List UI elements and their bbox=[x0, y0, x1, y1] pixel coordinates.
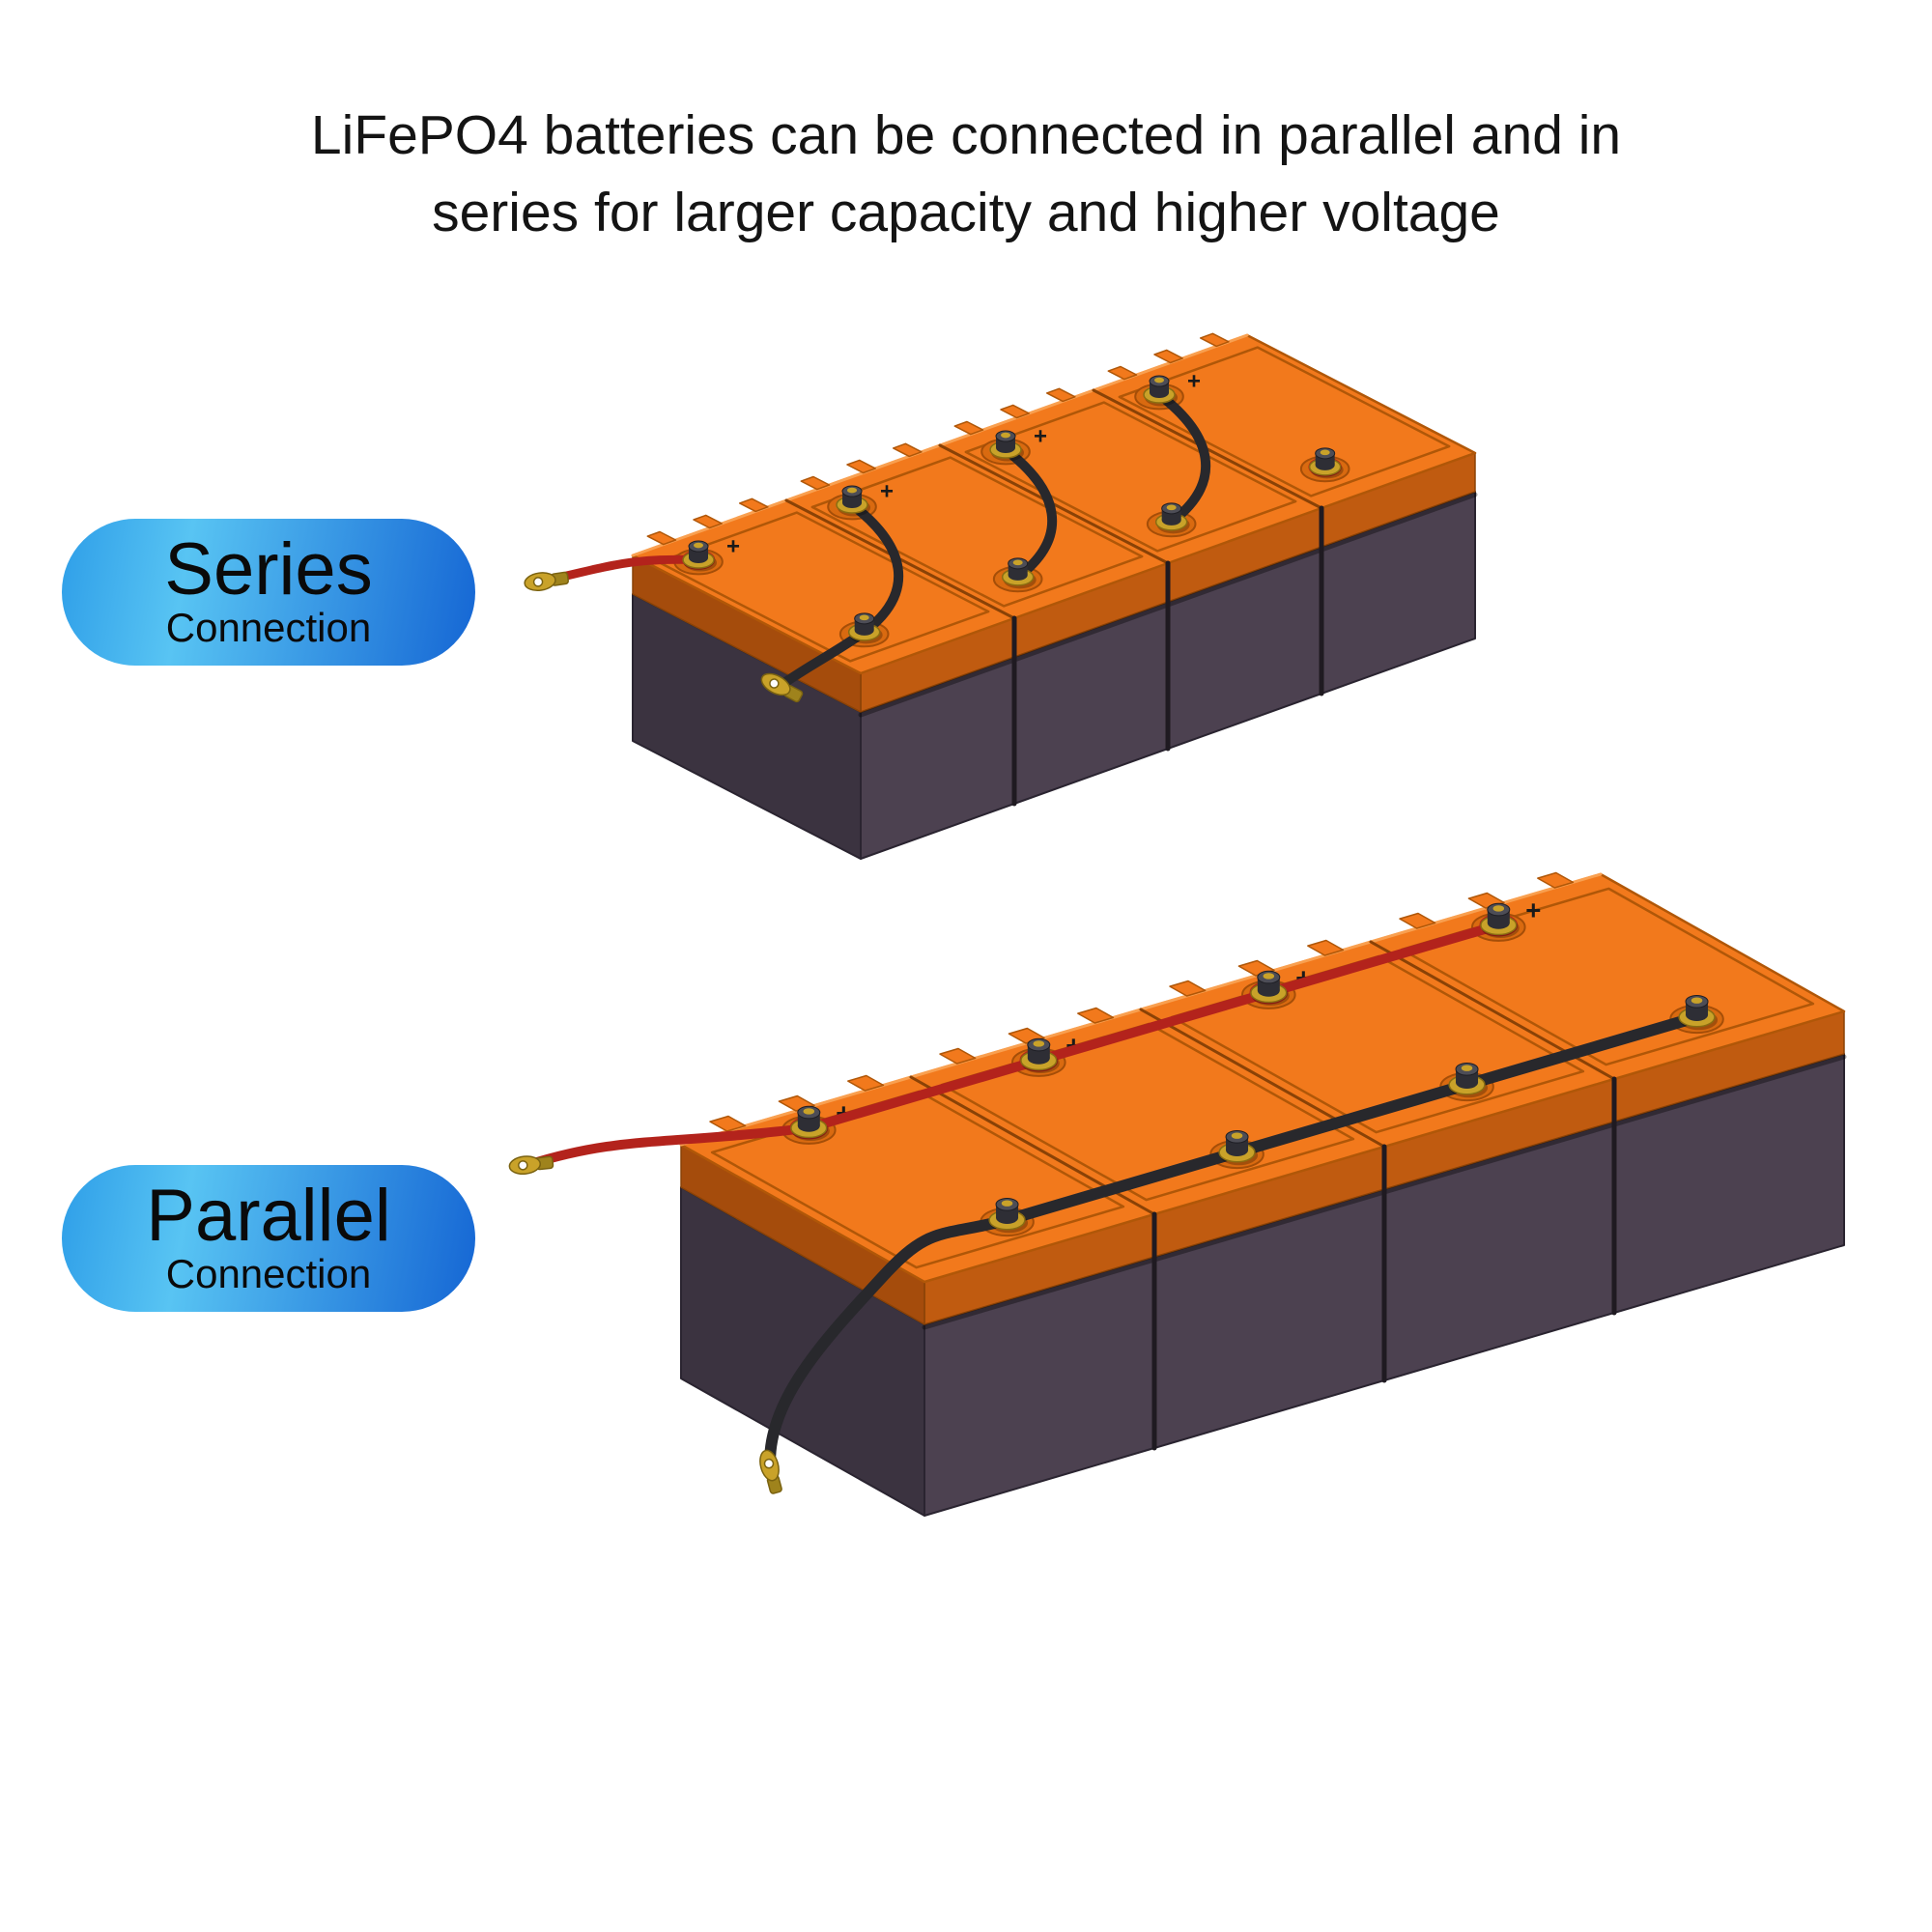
terminal-nut bbox=[859, 614, 869, 621]
lug-hole bbox=[518, 1160, 528, 1171]
terminal-nut bbox=[1461, 1065, 1473, 1071]
lid-seam bbox=[964, 401, 1297, 553]
vent-tab bbox=[1199, 332, 1230, 348]
series-badge-sublabel: Connection bbox=[165, 605, 372, 650]
lid-overhang-shadow bbox=[1151, 1189, 1387, 1263]
title-line-2: series for larger capacity and higher vo… bbox=[432, 182, 1500, 243]
terminal-nut bbox=[1166, 504, 1177, 511]
negative-bus-cable bbox=[764, 1010, 1703, 1475]
lid-overhang-shadow bbox=[1011, 602, 1171, 663]
lid-overhang-shadow bbox=[1611, 1054, 1847, 1127]
lid-overhang-shadow bbox=[1319, 492, 1478, 553]
positive-ring-lug bbox=[508, 1155, 554, 1175]
series-jumper-cable bbox=[1001, 444, 1058, 582]
vent-tab bbox=[953, 420, 984, 436]
terminal-nut bbox=[1231, 1132, 1243, 1139]
parallel-connection-badge: Parallel Connection bbox=[62, 1165, 475, 1312]
lug-ring bbox=[508, 1155, 542, 1175]
lug-hole bbox=[532, 577, 544, 587]
plus-mark: + bbox=[880, 479, 894, 505]
terminal-post bbox=[854, 624, 874, 636]
terminal-post bbox=[1257, 984, 1280, 997]
plus-mark: + bbox=[1034, 424, 1047, 450]
terminal-nut bbox=[694, 542, 704, 549]
terminal-post bbox=[1315, 459, 1335, 470]
terminal-post bbox=[1161, 514, 1181, 526]
vent-tab bbox=[1077, 1007, 1115, 1024]
terminal-nut bbox=[1001, 432, 1011, 439]
terminal-post bbox=[1456, 1076, 1479, 1089]
terminal-post bbox=[797, 1120, 820, 1132]
positive-ring-lug bbox=[524, 571, 569, 592]
series-badge-label: Series bbox=[164, 528, 373, 611]
lid-overhang-shadow bbox=[1165, 547, 1324, 608]
lid-seam bbox=[1118, 346, 1451, 497]
terminal-post bbox=[1226, 1144, 1249, 1156]
terminal-nut bbox=[1492, 905, 1505, 912]
vent-tab bbox=[1169, 980, 1207, 997]
title-line-1: LiFePO4 batteries can be connected in pa… bbox=[310, 104, 1622, 166]
series-jumper-cable bbox=[1154, 389, 1211, 527]
lug-hole bbox=[763, 1458, 775, 1469]
terminal-post bbox=[1686, 1009, 1709, 1021]
lid-overhang-shadow bbox=[1381, 1122, 1617, 1195]
vent-tab bbox=[738, 497, 769, 513]
terminal-post bbox=[842, 497, 863, 509]
vent-tab bbox=[892, 442, 923, 458]
terminal-nut bbox=[803, 1108, 815, 1115]
terminal-post bbox=[689, 553, 709, 564]
vent-tab bbox=[846, 459, 876, 474]
negative-cable bbox=[774, 627, 869, 692]
vent-tab bbox=[1000, 404, 1030, 419]
terminal-nut bbox=[1320, 449, 1330, 456]
vent-tab bbox=[1307, 939, 1345, 956]
terminal-post bbox=[1487, 917, 1510, 929]
plus-mark: + bbox=[726, 534, 740, 560]
terminal-post bbox=[996, 442, 1016, 454]
vent-tab bbox=[1537, 871, 1575, 889]
vent-tab bbox=[646, 530, 677, 546]
negative-ring-lug bbox=[760, 672, 804, 703]
vent-tab bbox=[1045, 387, 1076, 403]
terminal-nut bbox=[1154, 377, 1165, 384]
terminal-nut bbox=[1033, 1040, 1045, 1047]
terminal-post bbox=[1027, 1052, 1050, 1065]
terminal-post bbox=[1008, 569, 1028, 581]
negative-ring-lug bbox=[759, 1449, 782, 1494]
vent-tab bbox=[1153, 349, 1183, 364]
series-connection-badge: Series Connection bbox=[62, 519, 475, 666]
vent-tab bbox=[1107, 365, 1138, 381]
vent-tab bbox=[800, 475, 831, 491]
terminal-nut bbox=[847, 487, 858, 494]
terminal-post bbox=[1150, 387, 1170, 399]
parallel-battery-pack-illustration: ++++ bbox=[508, 871, 1847, 1517]
terminal-nut bbox=[1690, 997, 1703, 1004]
lid-seam bbox=[810, 456, 1144, 608]
terminal-post bbox=[996, 1211, 1019, 1224]
terminal-nut bbox=[1001, 1200, 1013, 1207]
lid-overhang-shadow bbox=[858, 657, 1017, 718]
vent-tab bbox=[847, 1074, 885, 1092]
lid-seam bbox=[657, 511, 990, 663]
lid-overhang-shadow bbox=[922, 1257, 1157, 1330]
vent-tab bbox=[939, 1047, 977, 1065]
lug-hole bbox=[769, 678, 780, 689]
plus-mark: + bbox=[1187, 369, 1201, 395]
page-title: LiFePO4 batteries can be connected in pa… bbox=[0, 97, 1932, 251]
vent-tab bbox=[709, 1115, 747, 1132]
vent-tab bbox=[693, 514, 723, 529]
parallel-badge-sublabel: Connection bbox=[165, 1251, 372, 1296]
terminal-nut bbox=[1263, 973, 1275, 980]
vent-tab bbox=[1399, 912, 1436, 929]
series-battery-pack-illustration: + + + + bbox=[524, 332, 1478, 860]
parallel-badge-label: Parallel bbox=[146, 1175, 391, 1257]
plus-mark: + bbox=[1525, 895, 1541, 925]
series-jumper-cable bbox=[847, 499, 904, 638]
lid-seam bbox=[1400, 887, 1815, 1066]
terminal-nut bbox=[1012, 559, 1023, 566]
